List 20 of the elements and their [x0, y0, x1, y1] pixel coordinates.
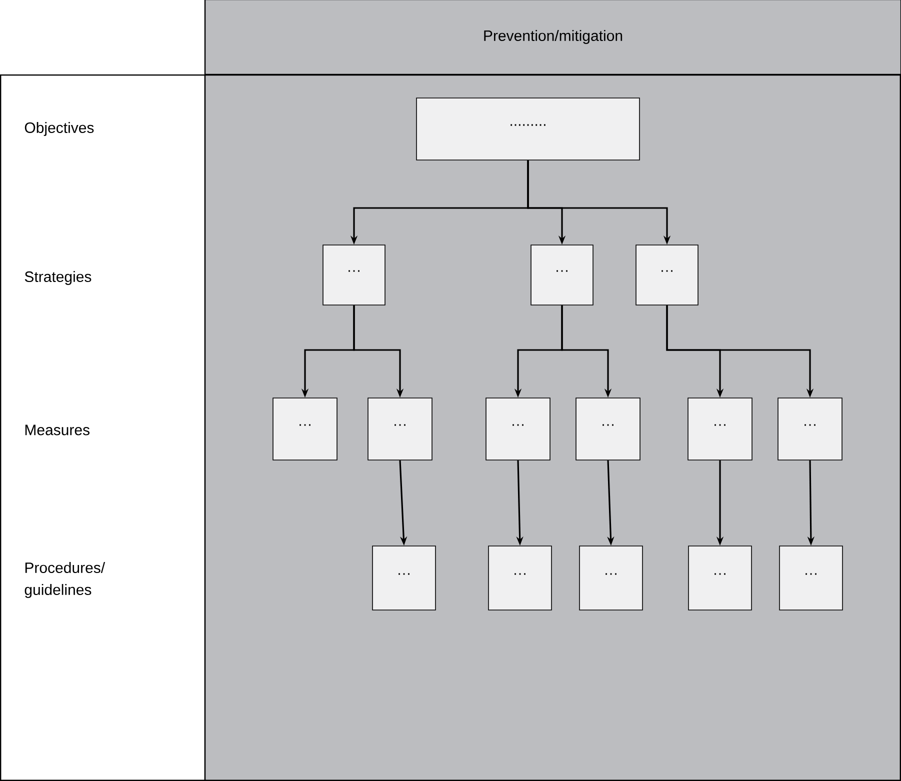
process-box: … — [488, 546, 552, 610]
process-box: … — [778, 398, 842, 460]
process-box: … — [272, 398, 338, 460]
row-label: Strategies — [24, 271, 92, 285]
row-label: Measures — [25, 424, 90, 436]
process-box: … — [688, 546, 752, 610]
process-box: ......... — [416, 98, 640, 160]
process-box: … — [486, 398, 550, 460]
process-box: … — [368, 398, 432, 460]
process-box: … — [688, 398, 752, 460]
header-band: Prevention/mitigation — [204, 0, 901, 76]
process-box: … — [576, 398, 640, 460]
process-box: … — [372, 546, 436, 610]
row-label: Objectives — [24, 122, 94, 136]
process-box: … — [579, 546, 643, 610]
process-box: … — [322, 244, 386, 306]
row-label: Procedures/ guidelines — [24, 562, 106, 598]
process-box: … — [636, 244, 698, 306]
process-box: … — [779, 546, 843, 610]
process-box: … — [530, 244, 594, 306]
